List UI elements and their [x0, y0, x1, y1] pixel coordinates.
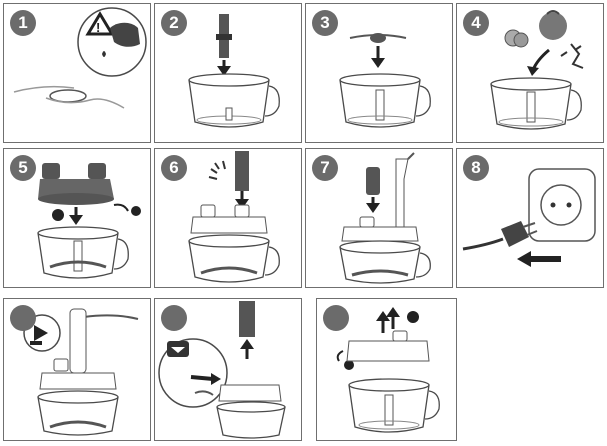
- step-badge: 8: [463, 155, 489, 181]
- step-6-illustration: [188, 151, 280, 283]
- bowl-icon: [216, 401, 286, 413]
- step-panel-7: 7: [305, 148, 453, 288]
- svg-text:!: !: [96, 20, 100, 35]
- warning-icon: [85, 11, 115, 36]
- arrow-up-icon: [386, 307, 400, 317]
- step-panel-3: 3: [305, 3, 453, 143]
- step-1-illustration: !: [13, 7, 147, 109]
- bowl-icon: [37, 390, 119, 404]
- step-2-illustration: [188, 14, 280, 128]
- arrow-down-icon: [69, 215, 83, 225]
- arrow-down-icon: [366, 203, 380, 213]
- bowl-icon: [490, 77, 572, 91]
- step-5-illustration: [37, 163, 141, 279]
- plug-icon: [501, 221, 529, 247]
- step-badge: 6: [161, 155, 187, 181]
- step-badge: [323, 305, 349, 331]
- bowl-icon: [348, 378, 430, 392]
- step-4-illustration: [490, 10, 584, 130]
- step-8-illustration: [462, 168, 596, 267]
- step-panel-8: 8: [456, 148, 604, 288]
- step-9-illustration: [23, 308, 139, 436]
- lid-icon: [346, 340, 430, 362]
- step-badge: 4: [463, 10, 489, 36]
- arrow-left-icon: [517, 251, 531, 267]
- arrow-down-icon: [235, 199, 249, 209]
- step-7-illustration: [339, 152, 431, 284]
- play-icon: [34, 325, 48, 341]
- onion-icon: [539, 12, 567, 40]
- blade-icon: [370, 33, 386, 43]
- step-panel-5: 5: [3, 148, 151, 288]
- arrow-up-icon: [240, 339, 254, 349]
- hand-icon: [83, 314, 139, 320]
- step-panel-11: [316, 298, 457, 441]
- step-badge: 2: [161, 10, 187, 36]
- motor-unit-icon: [235, 151, 249, 191]
- motor-unit-icon: [239, 301, 255, 337]
- arrow-down-icon: [371, 58, 385, 68]
- motor-unit-icon: [69, 308, 87, 374]
- arrow-up-icon: [376, 311, 390, 321]
- step-panel-2: 2: [154, 3, 302, 143]
- step-panel-4: 4: [456, 3, 604, 143]
- arrow-right-icon: [211, 373, 221, 385]
- step-badge: 3: [312, 10, 338, 36]
- step-badge: [10, 305, 36, 331]
- step-11-illustration: [336, 307, 440, 433]
- bowl-icon: [188, 73, 270, 87]
- step-badge: 7: [312, 155, 338, 181]
- bowl-icon: [339, 240, 421, 254]
- bowl-icon: [37, 226, 119, 240]
- step-badge: [161, 305, 187, 331]
- arrow-down-icon: [527, 66, 539, 76]
- step-badge: 5: [10, 155, 36, 181]
- arrow-down-icon: [217, 66, 231, 76]
- step-panel-1: ! 1: [3, 3, 151, 143]
- step-panel-6: 6: [154, 148, 302, 288]
- step-badge: 1: [10, 10, 36, 36]
- step-3-illustration: [339, 33, 431, 128]
- step-10-illustration: [158, 301, 286, 439]
- bowl-icon: [188, 234, 270, 248]
- step-panel-10: [154, 298, 302, 441]
- water-drop-icon: [102, 51, 106, 57]
- motor-unit-icon: [395, 158, 409, 230]
- hand-icon: [110, 22, 140, 47]
- bowl-icon: [339, 73, 421, 87]
- step-panel-9: [3, 298, 151, 441]
